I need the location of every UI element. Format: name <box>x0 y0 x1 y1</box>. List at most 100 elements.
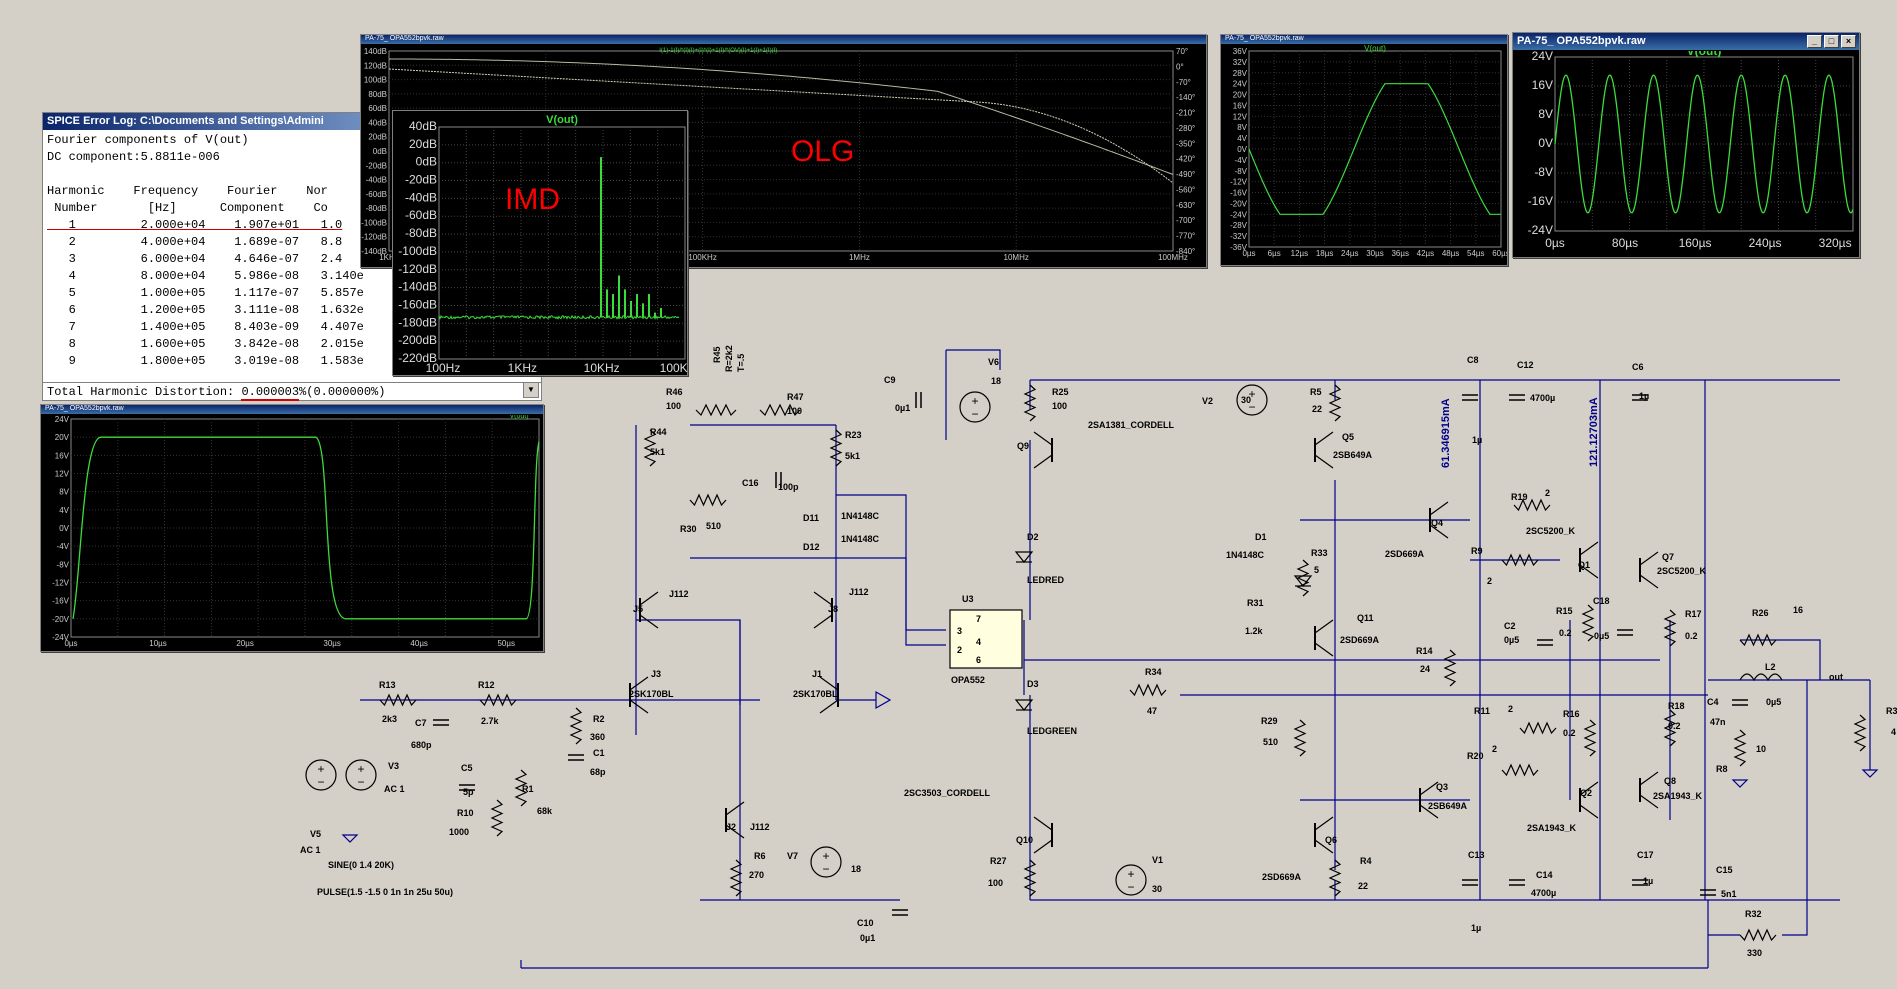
dropdown-arrow-button[interactable]: ▼ <box>523 382 539 398</box>
x-tick-label: 36µs <box>1391 249 1409 258</box>
component-label: 0µ1 <box>860 933 876 943</box>
component-label: R18 <box>1668 701 1685 711</box>
current-readout: 121.12703mA <box>1588 397 1600 467</box>
component-label: 7 <box>976 614 982 624</box>
y-tick-label: 100dB <box>364 76 387 85</box>
x-tick-label: 100KHz <box>660 361 687 375</box>
plot-frame <box>438 126 686 360</box>
sine-big-title: PA-75_ OPA552bpvk.raw <box>1517 35 1646 47</box>
component-label: 2SD669A <box>1385 549 1425 559</box>
y-tick-label: -560° <box>1176 185 1195 194</box>
x-tick-label: 10µs <box>149 639 167 648</box>
y-tick-label: 28V <box>1233 69 1248 78</box>
component-label: R26 <box>1752 608 1769 618</box>
component-label: D3 <box>1027 679 1039 689</box>
maximize-button[interactable]: □ <box>1824 35 1839 48</box>
component-label: 0.2 <box>1559 628 1572 638</box>
minimize-button[interactable]: _ <box>1807 35 1822 48</box>
y-tick-label: -200dB <box>398 333 437 347</box>
imd-annotation: IMD <box>505 183 560 216</box>
thd-rest: %(0.000000%) <box>299 385 386 399</box>
component-label: 5p <box>463 787 474 797</box>
component-label: 100 <box>666 401 682 411</box>
y-tick-label: -120dB <box>361 233 387 242</box>
component-label: C5 <box>461 763 473 773</box>
x-tick-label: 1KHz <box>508 361 537 375</box>
transistor-emitter <box>1419 804 1439 819</box>
thd-value: 0.000003 <box>241 385 300 401</box>
y-tick-label: 8V <box>1237 123 1247 132</box>
component-label: C18 <box>1593 596 1610 606</box>
x-tick-label: 60µs <box>1492 249 1507 258</box>
component-label: J8 <box>828 604 839 614</box>
sine-small-trace-name: V(out) <box>1364 45 1386 53</box>
component-label: R14 <box>1416 646 1433 656</box>
component-label: 1µ <box>1472 435 1483 445</box>
component-label: R23 <box>845 430 862 440</box>
component-label: 1N4148C <box>841 511 880 521</box>
y-tick-label: -12V <box>1230 178 1248 187</box>
close-button[interactable]: × <box>1841 35 1856 48</box>
component-label: C4 <box>1707 697 1719 707</box>
harmonic-row: 6 1.200e+05 3.111e-08 1.632e <box>68 303 364 317</box>
resistor <box>1328 384 1342 422</box>
y-tick-label: -60dB <box>405 208 437 222</box>
minus-sign: − <box>1127 880 1134 894</box>
y-tick-label: 20V <box>55 433 70 442</box>
y-tick-label: 16V <box>1532 78 1553 92</box>
y-tick-label: -24V <box>1528 223 1553 237</box>
transistor-collector <box>1639 771 1659 786</box>
component-label: V1 <box>1152 855 1164 865</box>
resistor <box>1443 649 1457 687</box>
component-label: 6 <box>976 655 982 665</box>
resistor <box>695 403 737 417</box>
y-tick-label: -40dB <box>405 190 437 204</box>
x-tick-label: 24µs <box>1341 249 1359 258</box>
transistor-emitter <box>1314 839 1334 854</box>
plus-sign: + <box>822 849 829 863</box>
component-label: J112 <box>849 587 869 597</box>
component-label: 2SB649A <box>1428 801 1468 811</box>
y-tick-label: -120dB <box>398 262 437 276</box>
component-label: R31 <box>1247 598 1264 608</box>
transistor-emitter <box>1579 804 1599 819</box>
y-tick-label: -60dB <box>366 190 387 199</box>
harmonic-header-1: Harmonic Frequency Fourier Nor <box>47 184 328 198</box>
component-label: R33 <box>1311 548 1328 558</box>
y-tick-label: -20dB <box>366 161 387 170</box>
component-label: Q11 <box>1357 613 1374 623</box>
x-tick-label: 18µs <box>1316 249 1334 258</box>
x-tick-label: 12µs <box>1291 249 1309 258</box>
component-label: 3 <box>957 626 963 636</box>
thd-line: Total Harmonic Distortion: 0.000003%(0.0… <box>43 382 541 401</box>
x-tick-label: 0µs <box>64 639 77 648</box>
y-tick-label: -24V <box>52 633 70 642</box>
led-icon <box>1014 699 1034 711</box>
y-tick-label: 70° <box>1176 47 1188 56</box>
component-label: C8 <box>1467 355 1479 365</box>
sine-small-trace <box>1248 83 1501 215</box>
component-label: 1N4148C <box>841 534 880 544</box>
component-label: 5n1 <box>1721 889 1737 899</box>
voltage-source <box>959 391 991 423</box>
y-tick-label: -100dB <box>361 218 387 227</box>
component-label: Q5 <box>1342 432 1355 442</box>
wire <box>1782 680 1808 936</box>
component-label: 4700µ <box>1531 888 1557 898</box>
component-label: 510 <box>706 521 722 531</box>
component-label: 100p <box>778 482 799 492</box>
imd-trace-name: V(out) <box>546 114 578 126</box>
x-tick-label: 0µs <box>1545 236 1565 250</box>
y-tick-label: -160dB <box>398 297 437 311</box>
led-icon <box>1293 575 1313 587</box>
y-tick-label: -140dB <box>398 280 437 294</box>
sine-big-titlebar[interactable]: PA-75_ OPA552bpvk.raw _ □ × <box>1513 33 1859 50</box>
component-label: R5 <box>1310 387 1322 397</box>
y-tick-label: 0V <box>1538 136 1553 150</box>
component-label: 100 <box>1052 401 1068 411</box>
